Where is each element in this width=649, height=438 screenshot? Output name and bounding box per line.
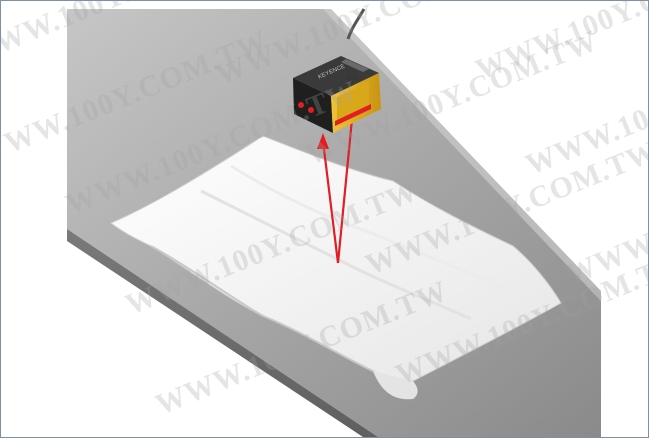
illustration-frame: KEYENCE ES WWW.100Y.COM.TW WWW.100Y.COM.… — [0, 0, 649, 438]
sensor-illustration: KEYENCE ES — [1, 1, 649, 438]
